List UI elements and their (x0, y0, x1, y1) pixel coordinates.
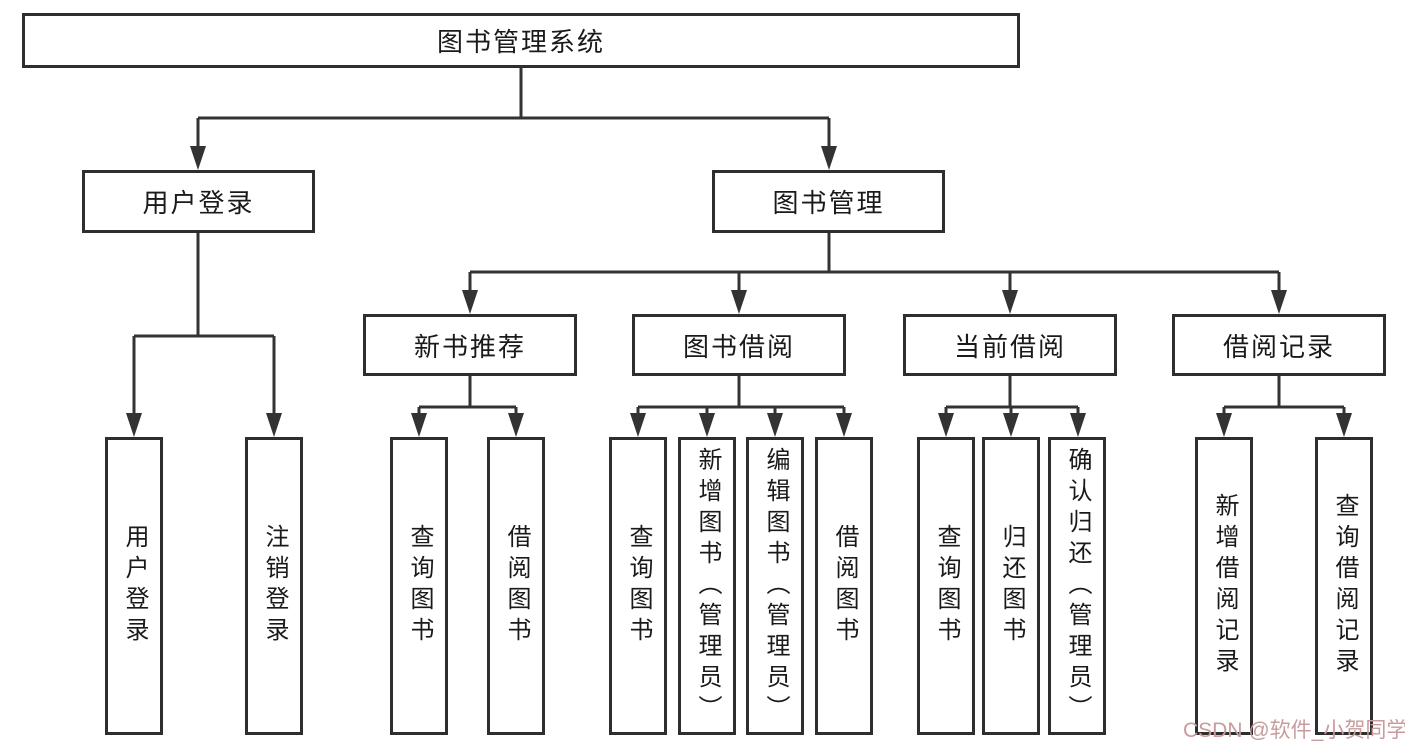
node-book-management: 图书管理 (712, 170, 945, 233)
node-confirm-return-admin: 确认归还（管理员） (1048, 437, 1106, 735)
leaf-label: 新增借阅记录 (1211, 493, 1238, 679)
arrow-down-icon (1002, 290, 1018, 314)
csdn-watermark: CSDN @软件_小贺同学 (1183, 719, 1405, 742)
arrow-down-icon (1216, 413, 1232, 437)
arrow-down-icon (938, 413, 954, 437)
node-user-login-leaf: 用户登录 (105, 437, 163, 735)
arrow-down-icon (1271, 290, 1287, 314)
arrow-down-icon (508, 413, 524, 437)
arrow-down-icon (630, 413, 646, 437)
arrow-down-icon (411, 413, 427, 437)
leaf-label: 编辑图书（管理员） (762, 446, 789, 726)
leaf-label: 借阅图书 (503, 524, 530, 648)
leaf-label: 用户登录 (121, 524, 148, 648)
arrow-down-icon (731, 290, 747, 314)
node-return-books: 归还图书 (982, 437, 1040, 735)
leaf-label: 借阅图书 (831, 524, 858, 648)
node-current-borrowing: 当前借阅 (903, 314, 1117, 376)
node-logout: 注销登录 (245, 437, 303, 735)
arrow-down-icon (836, 413, 852, 437)
arrow-down-icon (1070, 413, 1086, 437)
node-add-borrow-record: 新增借阅记录 (1195, 437, 1253, 735)
arrow-down-icon (699, 413, 715, 437)
leaf-label: 确认归还（管理员） (1064, 446, 1091, 726)
node-user-login: 用户登录 (82, 170, 315, 233)
node-query-borrow-record: 查询借阅记录 (1315, 437, 1373, 735)
leaf-label: 新增图书（管理员） (694, 446, 721, 726)
node-borrowing-records: 借阅记录 (1172, 314, 1386, 376)
node-library-management-system: 图书管理系统 (22, 13, 1020, 68)
arrow-down-icon (462, 290, 478, 314)
arrow-down-icon (266, 413, 282, 437)
arrow-down-icon (190, 146, 206, 170)
leaf-label: 查询图书 (625, 524, 652, 648)
node-edit-book-admin: 编辑图书（管理员） (746, 437, 804, 735)
leaf-label: 注销登录 (261, 524, 288, 648)
arrow-down-icon (767, 413, 783, 437)
node-borrow-books-recommend: 借阅图书 (487, 437, 545, 735)
leaf-label: 查询图书 (406, 524, 433, 648)
arrow-down-icon (1336, 413, 1352, 437)
node-book-borrowing: 图书借阅 (632, 314, 846, 376)
leaf-label: 查询图书 (933, 524, 960, 648)
node-query-books-current: 查询图书 (917, 437, 975, 735)
node-query-books-borrow: 查询图书 (609, 437, 667, 735)
node-add-book-admin: 新增图书（管理员） (678, 437, 736, 735)
node-borrow-books: 借阅图书 (815, 437, 873, 735)
arrow-down-icon (821, 146, 837, 170)
leaf-label: 查询借阅记录 (1331, 493, 1358, 679)
arrow-down-icon (126, 413, 142, 437)
leaf-label: 归还图书 (998, 524, 1025, 648)
node-new-book-recommendation: 新书推荐 (363, 314, 577, 376)
node-query-books-recommend: 查询图书 (390, 437, 448, 735)
arrow-down-icon (1003, 413, 1019, 437)
